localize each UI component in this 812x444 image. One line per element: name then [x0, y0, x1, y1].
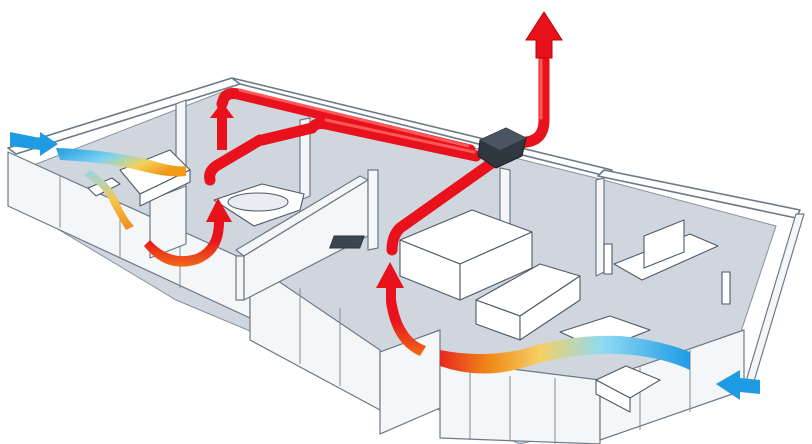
back-right-wall-top: [597, 169, 801, 219]
bath-partition: [299, 117, 311, 201]
front-wall-glass: [439, 359, 601, 444]
interior-walls: [149, 99, 605, 301]
fan-box-icon: [477, 127, 527, 169]
fresh-air-stream-desk: [84, 170, 134, 230]
cooktop: [329, 235, 365, 249]
bedroom-extract-arrow: [210, 102, 234, 150]
main-back-duct: [216, 88, 476, 156]
speaker-right: [721, 271, 731, 305]
kitchen-transfer-arrow: [376, 262, 426, 356]
tv: [643, 219, 685, 269]
fresh-air-stream-living: [440, 335, 690, 374]
extract-ductwork: [204, 54, 550, 256]
bathroom-wall-end: [235, 255, 245, 301]
fresh-air-stream-bedroom: [56, 148, 186, 177]
living-wall: [595, 177, 605, 277]
up-arrow-icon: [525, 11, 563, 59]
exhaust-riser-duct: [502, 54, 550, 152]
bedroom-partition: [149, 185, 187, 259]
bath-extract-duct: [204, 134, 266, 186]
furniture: [87, 149, 731, 413]
fresh-air-inlet-left: [10, 132, 186, 230]
kitchen-extract-duct: [386, 154, 502, 256]
fresh-air-inlet-right: [440, 335, 760, 400]
bedroom-transfer-arrow: [144, 198, 232, 267]
inlet-arrow-left-icon: [10, 132, 58, 156]
outer-walls: [7, 77, 805, 444]
hall-wall: [367, 169, 379, 251]
transfer-air-arrows: [144, 198, 426, 356]
speaker-left: [603, 243, 613, 275]
inlet-arrow-right-icon: [716, 370, 760, 400]
